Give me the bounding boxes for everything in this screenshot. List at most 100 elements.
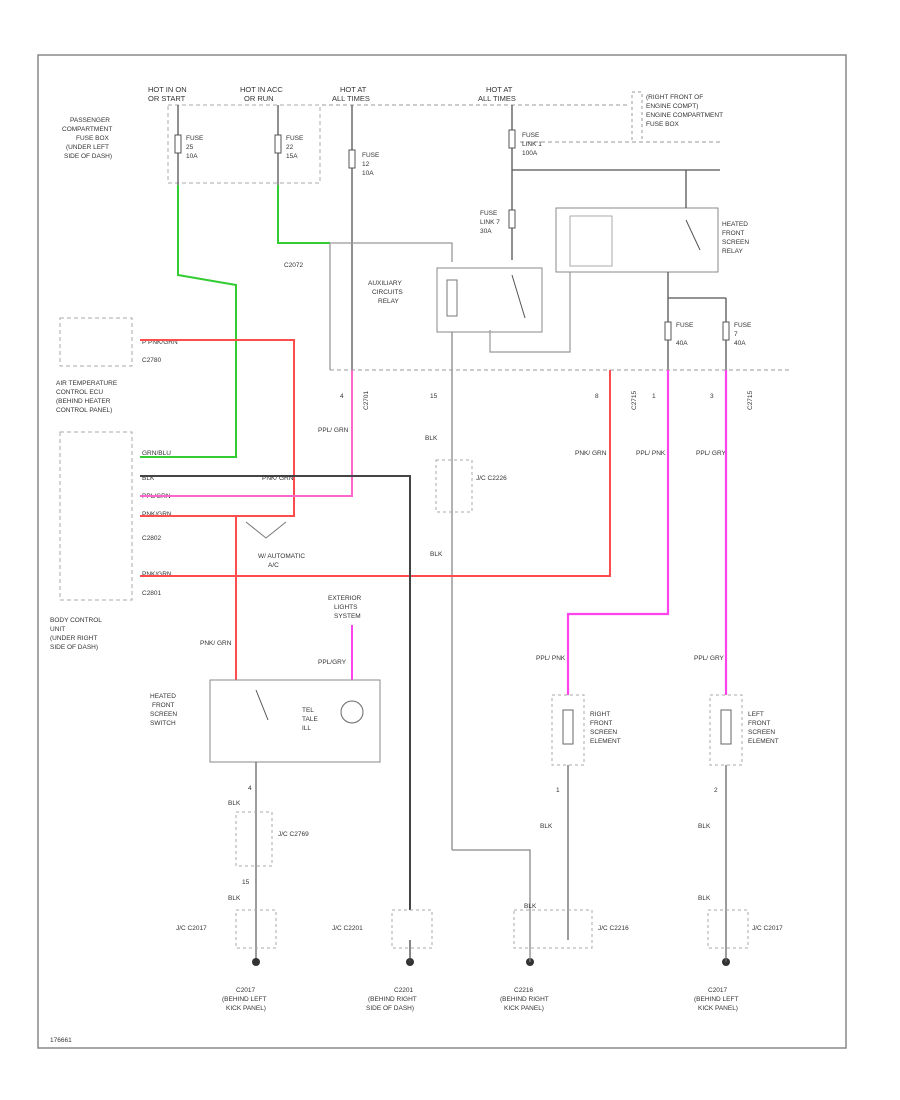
svg-text:TEL: TEL — [302, 707, 314, 714]
svg-text:C2216: C2216 — [514, 987, 534, 994]
svg-text:(BEHIND RIGHT: (BEHIND RIGHT — [368, 996, 417, 1003]
fuse-link-1: FUSE LINK 1 100A — [508, 105, 720, 260]
svg-text:SCREEN: SCREEN — [590, 729, 617, 736]
svg-text:RIGHT: RIGHT — [590, 711, 610, 718]
svg-text:12: 12 — [362, 161, 370, 168]
svg-text:COMPARTMENT: COMPARTMENT — [62, 126, 112, 133]
svg-text:PASSENGER: PASSENGER — [70, 117, 110, 124]
svg-text:AIR TEMPERATURE: AIR TEMPERATURE — [56, 380, 118, 387]
svg-text:ENGINE COMPARTMENT: ENGINE COMPARTMENT — [646, 112, 723, 119]
conn-c2802: C2802 — [142, 535, 162, 542]
svg-text:(BEHIND RIGHT: (BEHIND RIGHT — [500, 996, 549, 1003]
jc-c2769 — [235, 811, 273, 867]
svg-text:J/C C2017: J/C C2017 — [752, 925, 783, 932]
heated-front-screen-relay: HEATED FRONT SCREEN RELAY — [555, 207, 749, 273]
body-control-unit-label: BODY CONTROL UNIT (UNDER RIGHT SIDE OF D… — [50, 617, 102, 651]
svg-text:KICK PANEL): KICK PANEL) — [226, 1005, 266, 1012]
svg-text:J/C C2201: J/C C2201 — [332, 925, 363, 932]
wire-ppl-grn — [140, 370, 353, 497]
svg-text:7: 7 — [734, 331, 738, 338]
svg-text:SCREEN: SCREEN — [150, 711, 177, 718]
connector-c2072: C2072 — [284, 262, 304, 269]
wire-ppl-pnk — [566, 370, 670, 695]
svg-text:EXTERIOR: EXTERIOR — [328, 595, 362, 602]
svg-text:ENGINE COMPT): ENGINE COMPT) — [646, 103, 698, 110]
conn-c2715-b: C2715 — [747, 390, 754, 410]
svg-text:SYSTEM: SYSTEM — [334, 613, 361, 620]
svg-text:(BEHIND LEFT: (BEHIND LEFT — [694, 996, 738, 1003]
air-temp-ecu-box — [59, 317, 133, 367]
svg-text:FRONT: FRONT — [748, 720, 770, 727]
svg-text:LINK 1: LINK 1 — [522, 141, 542, 148]
source-hot-acc-1: HOT IN ACC — [240, 85, 283, 94]
reference-number: 176661 — [50, 1037, 72, 1044]
fuse-40a-a: FUSE 40A — [664, 321, 694, 347]
svg-text:ILL: ILL — [302, 725, 311, 732]
svg-text:FUSE: FUSE — [676, 322, 694, 329]
wire-label-ppl-gry-el: PPL/ GRY — [694, 655, 725, 662]
svg-text:25: 25 — [186, 144, 194, 151]
fuse-22: FUSE 22 15A — [274, 105, 304, 185]
svg-text:FUSE: FUSE — [362, 152, 380, 159]
svg-text:RELAY: RELAY — [378, 298, 399, 305]
source-hot-all-2: ALL TIMES — [332, 94, 370, 103]
auto-ac-note-1: W/ AUTOMATIC — [258, 553, 305, 560]
wire-label-blk: BLK — [142, 475, 155, 482]
svg-text:FUSE: FUSE — [734, 322, 752, 329]
source-hot-run-start-1: HOT IN ON — [148, 85, 187, 94]
svg-text:HEATED: HEATED — [150, 693, 176, 700]
svg-text:SWITCH: SWITCH — [150, 720, 176, 727]
pin-1b: 1 — [556, 787, 560, 794]
pin-3: 3 — [710, 393, 714, 400]
jc-c2769-label: J/C C2769 — [278, 831, 309, 838]
conn-c2801b: C2801 — [142, 590, 162, 597]
right-front-screen-element: RIGHT FRONT SCREEN ELEMENT — [551, 694, 621, 766]
ground-g217-right: J/C C2017 C2017 (BEHIND LEFT KICK PANEL) — [694, 909, 783, 1012]
auto-ac-note-2: A/C — [268, 562, 279, 569]
wire-label-blk-e: BLK — [698, 823, 711, 830]
svg-text:FUSE: FUSE — [522, 132, 540, 139]
svg-text:UNIT: UNIT — [50, 626, 65, 633]
svg-text:FUSE: FUSE — [186, 135, 204, 142]
svg-text:BODY CONTROL: BODY CONTROL — [50, 617, 102, 624]
svg-text:LEFT: LEFT — [748, 711, 764, 718]
svg-text:FRONT: FRONT — [152, 702, 174, 709]
conn-c2715-a: C2715 — [631, 390, 638, 410]
air-temp-ecu-label: AIR TEMPERATURE CONTROL ECU (BEHIND HEAT… — [56, 380, 118, 414]
pin-4: 4 — [340, 393, 344, 400]
wire-red-ecu — [140, 339, 295, 517]
left-front-screen-element: LEFT FRONT SCREEN ELEMENT — [709, 694, 779, 766]
pin-15b: 15 — [242, 879, 250, 886]
wire-label-blk-d: BLK — [540, 823, 553, 830]
svg-text:SIDE OF DASH): SIDE OF DASH) — [50, 644, 98, 651]
source-hot-all-b-1: HOT AT — [486, 85, 513, 94]
ground-g217-left: J/C C2017 C2017 (BEHIND LEFT KICK PANEL) — [176, 909, 277, 1012]
wire-label-ppl-grn-v: PPL/ GRN — [318, 427, 349, 434]
svg-text:40A: 40A — [734, 340, 746, 347]
fuse-40a-b: FUSE 7 40A — [722, 321, 752, 347]
wire-aux-feed — [330, 242, 453, 262]
svg-text:AUXILIARY: AUXILIARY — [368, 280, 403, 287]
fuse-12: FUSE 12 10A — [348, 105, 380, 370]
svg-text:CONTROL ECU: CONTROL ECU — [56, 389, 103, 396]
diagram-frame — [37, 54, 847, 1049]
wire-relay-link — [489, 272, 571, 353]
source-hot-all-1: HOT AT — [340, 85, 367, 94]
svg-text:J/C C2017: J/C C2017 — [176, 925, 207, 932]
svg-text:(UNDER LEFT: (UNDER LEFT — [66, 144, 109, 151]
wire-label-blk-jc: BLK — [430, 551, 443, 558]
svg-text:SCREEN: SCREEN — [748, 729, 775, 736]
aux-circuits-relay: AUXILIARY CIRCUITS RELAY — [368, 267, 543, 333]
svg-text:22: 22 — [286, 144, 294, 151]
wire-label-ppl-pnk-v: PPL/ PNK — [636, 450, 666, 457]
svg-text:FUSE: FUSE — [480, 210, 498, 217]
heated-front-screen-switch: HEATED FRONT SCREEN SWITCH TEL TALE ILL — [150, 679, 381, 763]
svg-text:SIDE OF DASH): SIDE OF DASH) — [64, 153, 112, 160]
wire-label-ppl-gry-v: PPL/ GRY — [696, 450, 727, 457]
source-hot-run-start-2: OR START — [148, 94, 186, 103]
svg-text:J/C C2216: J/C C2216 — [598, 925, 629, 932]
wire-label-pnk-grn-v: PNK/ GRN — [575, 450, 607, 457]
fuse-link-7: FUSE LINK 7 30A — [480, 209, 516, 235]
wire-blk-ground — [140, 475, 411, 910]
wire-label-grnblu: GRN/BLU — [142, 450, 171, 457]
